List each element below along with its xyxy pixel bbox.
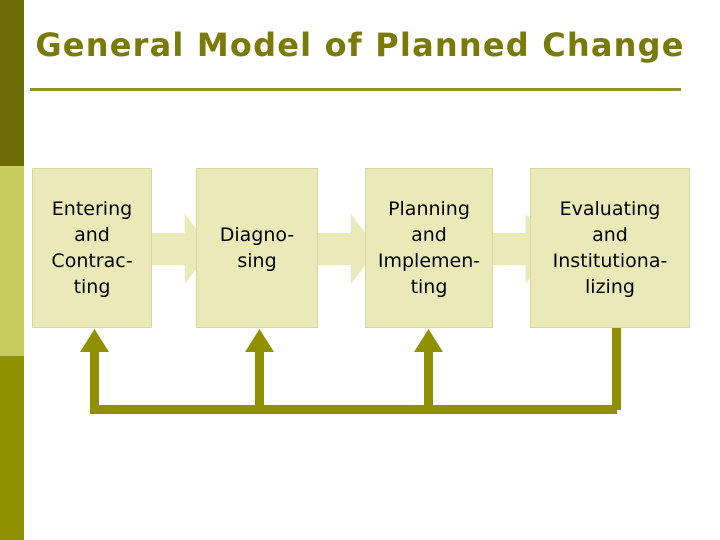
feedback-riser-diagnosing [255, 345, 264, 410]
feedback-arrow-to-planning [414, 329, 443, 352]
sidebar-band-middle [0, 166, 24, 356]
feedback-arrow-to-diagnosing [245, 329, 274, 352]
feedback-riser-planning [424, 345, 433, 410]
sidebar-band-top [0, 0, 24, 166]
feedback-riser-entering [90, 345, 99, 410]
feedback-horizontal-line [90, 405, 617, 414]
title-divider [30, 88, 681, 91]
feedback-right-riser [612, 328, 621, 410]
process-box-label: Diagno-sing [219, 224, 295, 272]
process-box-diagnosing[interactable]: Diagno-sing [196, 168, 318, 328]
slide-title: General Model of Planned Change [35, 26, 685, 64]
sidebar-band-bottom [0, 356, 24, 540]
sidebar-decoration [0, 0, 24, 540]
feedback-arrow-to-entering [80, 329, 109, 352]
